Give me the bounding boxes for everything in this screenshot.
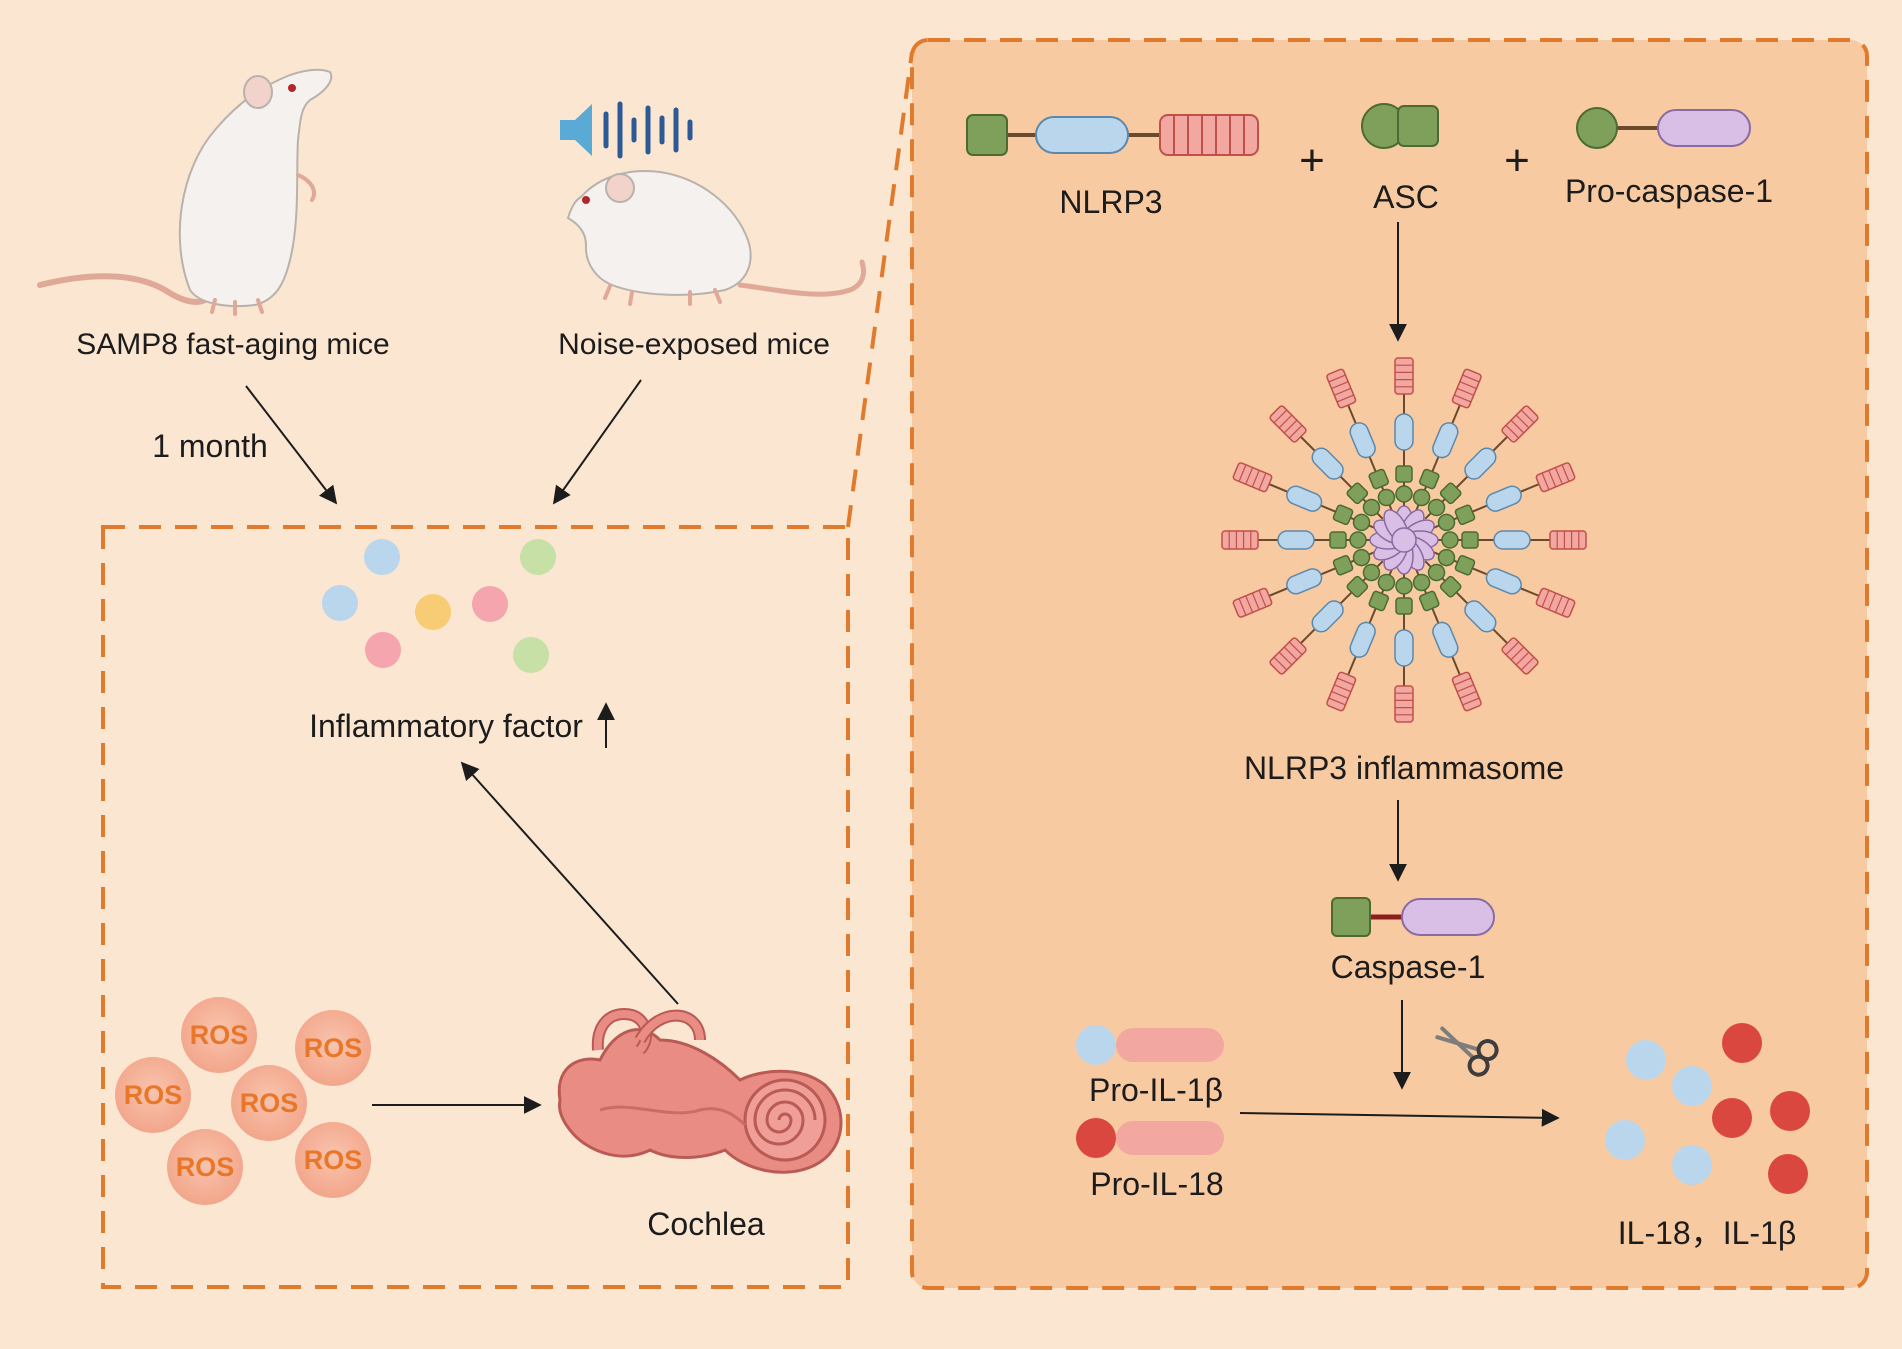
pro-il18-label: Pro-IL-18 xyxy=(1090,1166,1223,1202)
inflammasome-wheel xyxy=(1221,357,1587,723)
inflammasome-spoke xyxy=(1394,357,1414,510)
arrow-cleavage xyxy=(1239,1108,1560,1127)
caspase-label: Caspase-1 xyxy=(1331,949,1486,985)
noise-label: Noise-exposed mice xyxy=(558,328,830,361)
inflammatory-label: Inflammatory factor xyxy=(309,708,583,744)
inflammasome-spoke xyxy=(1232,548,1377,618)
inflammatory-factor-dots xyxy=(322,539,556,673)
ros-label: ROS xyxy=(124,1080,183,1110)
pro-il18-icon xyxy=(1076,1118,1224,1158)
procaspase-label: Pro-caspase-1 xyxy=(1565,173,1773,209)
pro-il1b-icon xyxy=(1076,1025,1224,1065)
ros-label: ROS xyxy=(240,1088,299,1118)
duration-label: 1 month xyxy=(152,428,268,464)
cochlea-box xyxy=(101,525,850,1289)
zoom-connector xyxy=(846,51,914,528)
samp8-label: SAMP8 fast-aging mice xyxy=(76,328,389,361)
scissors-icon xyxy=(1435,1026,1499,1077)
arrow-noise xyxy=(552,379,642,505)
inflammasome-spoke xyxy=(1434,530,1587,550)
ros-cluster: ROS ROS ROS ROS ROS ROS xyxy=(115,997,371,1205)
inflammasome-spoke xyxy=(1326,567,1396,712)
ros-label: ROS xyxy=(304,1033,363,1063)
arrow-cochlea-to-factor xyxy=(460,761,679,1005)
nlrp3-protein-icon xyxy=(966,114,1259,156)
inflammasome-spoke xyxy=(1424,560,1539,675)
caspase-protein-icon xyxy=(1331,897,1495,937)
asc-label: ASC xyxy=(1373,179,1439,215)
noise-mouse-icon xyxy=(566,170,866,306)
inflammasome-spoke xyxy=(1431,462,1576,532)
inflammasome-spoke xyxy=(1269,405,1384,520)
inflammasome-panel xyxy=(910,38,1869,1290)
ros-label: ROS xyxy=(190,1020,249,1050)
cochlea-label: Cochlea xyxy=(647,1206,765,1242)
procaspase-protein-icon xyxy=(1576,107,1751,149)
inflammasome-spoke xyxy=(1424,405,1539,520)
plus-icon: + xyxy=(1504,136,1530,185)
inflammasome-spoke xyxy=(1269,560,1384,675)
inflammasome-spoke xyxy=(1412,368,1482,513)
nlrp3-label: NLRP3 xyxy=(1059,184,1162,220)
samp8-mouse-icon xyxy=(37,68,333,316)
product-dots xyxy=(1605,1023,1810,1194)
sound-wave-icon xyxy=(560,101,693,159)
pro-il1b-label: Pro-IL-1β xyxy=(1089,1072,1223,1108)
inflammasome-spoke xyxy=(1232,462,1377,532)
hub-center xyxy=(1391,527,1417,553)
products-label: IL-18，IL-1β xyxy=(1618,1215,1797,1251)
arrow-samp8 xyxy=(245,385,338,505)
asc-protein-icon xyxy=(1361,103,1439,149)
inflammasome-spoke xyxy=(1326,368,1396,513)
plus-icon: + xyxy=(1299,136,1325,185)
ros-label: ROS xyxy=(304,1145,363,1175)
inflammasome-spoke xyxy=(1394,570,1414,723)
inflammasome-spoke xyxy=(1221,530,1374,550)
inflammasome-spoke xyxy=(1431,548,1576,618)
inflammasome-spoke xyxy=(1412,567,1482,712)
ros-label: ROS xyxy=(176,1152,235,1182)
inflammasome-label: NLRP3 inflammasome xyxy=(1244,750,1564,786)
cochlea-icon xyxy=(557,1008,843,1174)
